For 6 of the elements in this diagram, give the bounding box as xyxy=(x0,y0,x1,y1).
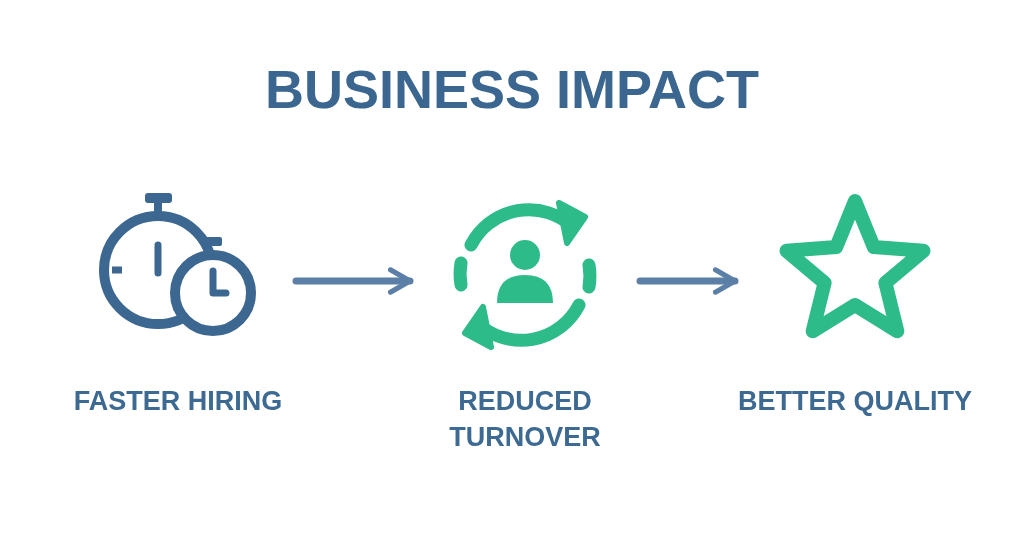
impact-label: FASTER HIRING xyxy=(72,385,284,418)
arrow xyxy=(636,267,739,295)
impact-label: REDUCED TURNOVER xyxy=(448,385,602,454)
arrow xyxy=(292,267,414,295)
impact-label: BETTER QUALITY xyxy=(737,385,973,418)
title: BUSINESS IMPACT xyxy=(263,58,760,120)
